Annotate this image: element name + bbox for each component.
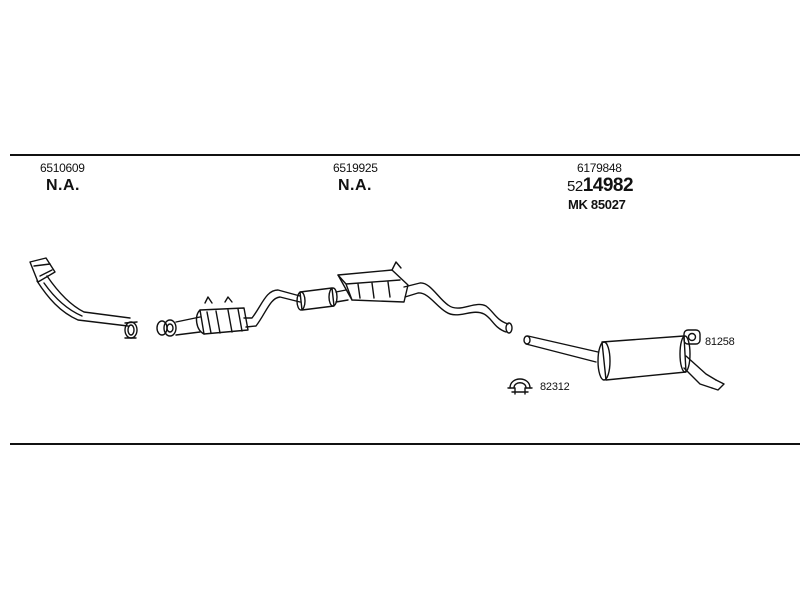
rear-silencer-ref: 5214982 [567,175,634,196]
top-divider [10,154,800,156]
rear-silencer-part-number: 6179848 [577,161,622,175]
clamp-icon [507,378,533,395]
rubber-mount-icon [683,329,701,345]
front-pipe-status: N.A. [46,177,80,194]
center-section-part-number: 6519925 [333,161,378,175]
bottom-divider [10,443,800,445]
rear-silencer-mk-ref: MK 85027 [568,197,626,212]
rear-silencer-drawing [523,335,725,391]
clamp-code: 82312 [540,381,570,393]
rubber-mount-code: 81258 [705,336,735,348]
rear-silencer-ref-main: 14982 [582,175,634,196]
center-section-drawing [156,261,513,337]
front-pipe-drawing [29,257,138,339]
front-pipe-part-number: 6510609 [40,161,85,175]
center-section-status: N.A. [338,177,372,194]
rear-silencer-ref-prefix: 52 [567,178,583,195]
